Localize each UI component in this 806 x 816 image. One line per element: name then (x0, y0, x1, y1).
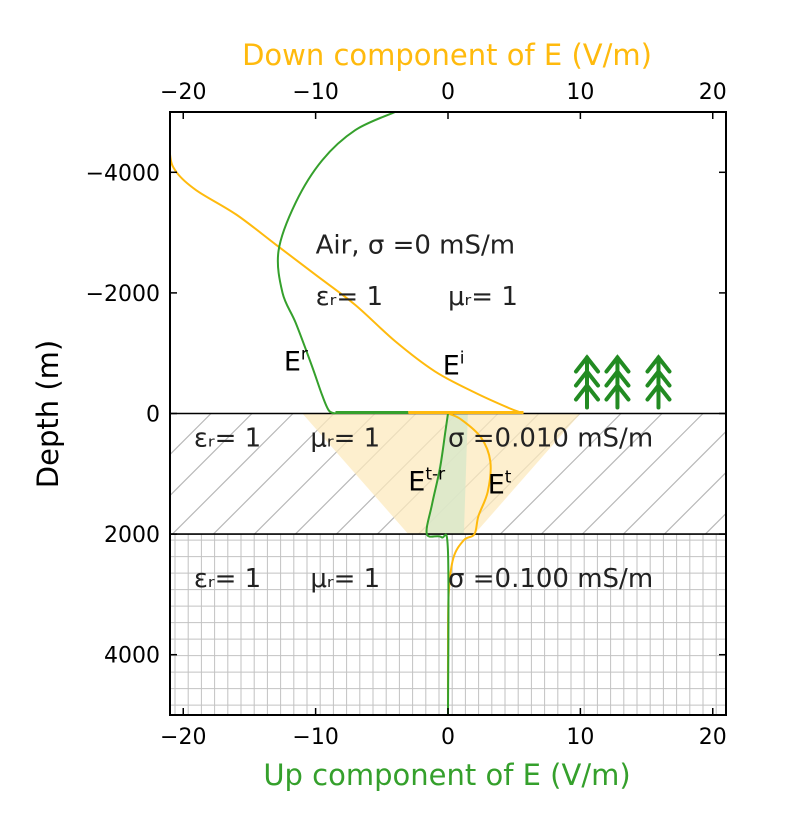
hatch-line (170, 413, 171, 415)
hatch-line (540, 413, 663, 535)
tree-icon (645, 354, 672, 410)
plot-area (170, 112, 806, 715)
layer1-mu-label: μᵣ= 1 (310, 424, 380, 454)
hatch-line (704, 512, 726, 535)
top-x-tick-label: 20 (699, 80, 727, 105)
hatch-line (171, 413, 294, 535)
series-label-Er: Er (284, 345, 308, 378)
series-label-Ei: Ei (443, 348, 465, 381)
layer-air-eps-label: εᵣ= 1 (316, 282, 383, 312)
y-tick-label: −4000 (86, 161, 160, 186)
hatch-line (170, 413, 212, 456)
bottom-axis-title: Up component of E (V/m) (263, 758, 630, 792)
series-label-Et_up: Et-r (408, 465, 445, 498)
curve-Er (276, 112, 396, 415)
hatch-line (581, 413, 704, 535)
series-label-Et_down: Et (488, 468, 512, 501)
hatch-line (499, 413, 622, 535)
y-axis-title: Depth (m) (31, 340, 65, 488)
hatch-line (663, 471, 726, 535)
y-tick-label: 4000 (104, 644, 160, 669)
fill-region-2 (426, 413, 468, 535)
bottom-x-tick-label: 0 (441, 725, 455, 750)
layer2-eps-label: εᵣ= 1 (194, 564, 261, 594)
curve-Et_up (425, 413, 450, 715)
hatch-line (787, 414, 806, 535)
layer1-eps-label: εᵣ= 1 (194, 424, 261, 454)
top-x-tick-label: 0 (441, 80, 455, 105)
bottom-x-tick-label: 20 (699, 725, 727, 750)
hatch-line (212, 413, 335, 535)
top-x-tick-label: −20 (160, 80, 206, 105)
layer-layer2-pattern (170, 534, 726, 715)
hatch-line (622, 430, 726, 535)
layer-air-mu-label: μᵣ= 1 (448, 282, 518, 312)
bottom-x-tick-label: −10 (292, 725, 338, 750)
bottom-x-tick-label: −20 (160, 725, 206, 750)
bottom-x-tick-label: 10 (566, 725, 594, 750)
layer-air-sigma-label: Air, σ =0 mS/m (316, 231, 515, 261)
top-x-tick-label: 10 (566, 80, 594, 105)
hatch-line (746, 414, 806, 535)
curve-Ei (170, 112, 524, 415)
tree-icon (574, 354, 600, 410)
y-tick-label: 2000 (104, 523, 160, 548)
y-tick-label: 0 (146, 403, 160, 428)
layer1-sigma-label: σ =0.010 mS/m (448, 424, 653, 454)
top-axis-title: Down component of E (V/m) (242, 38, 652, 72)
top-x-tick-label: −10 (292, 80, 338, 105)
layer2-sigma-label: σ =0.100 mS/m (448, 564, 653, 594)
tree-icon (604, 354, 631, 410)
hatch-line (170, 413, 253, 497)
layer2-mu-label: μᵣ= 1 (310, 564, 380, 594)
y-tick-label: −2000 (86, 282, 160, 307)
